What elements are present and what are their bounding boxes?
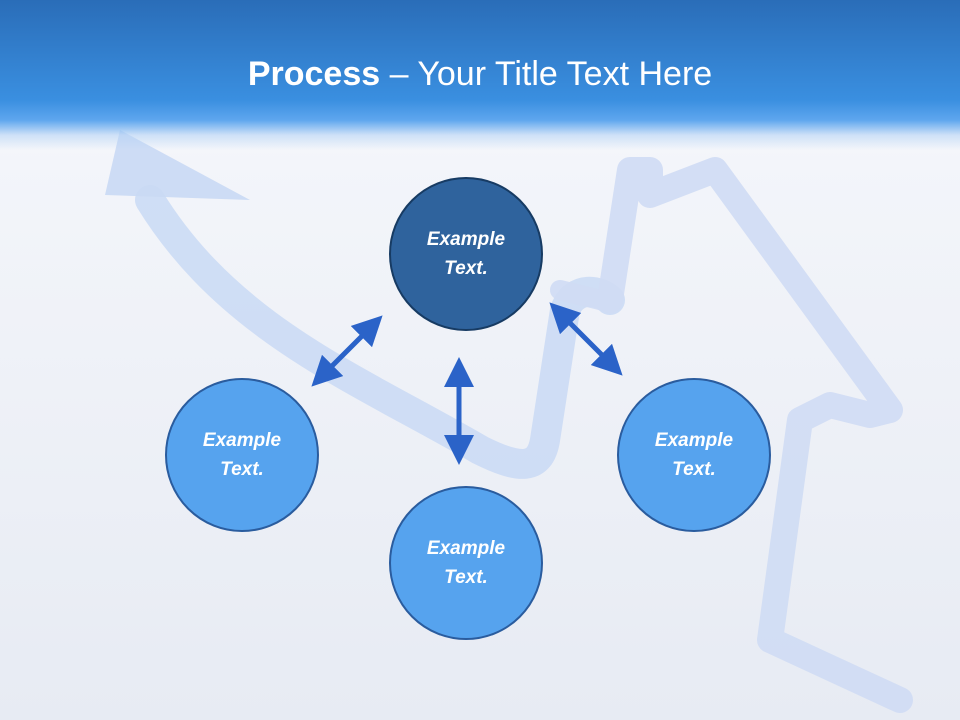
arrow-top-right <box>549 302 623 376</box>
header-band <box>0 0 960 150</box>
node-bottom: Example Text. <box>389 486 543 640</box>
title-bold: Process <box>247 55 381 93</box>
node-right: Example Text. <box>617 378 771 532</box>
node-bottom-label: Example Text. <box>426 538 506 588</box>
node-top-label: Example Text. <box>426 229 506 279</box>
node-right-label: Example Text. <box>654 430 734 480</box>
slide-title: Process – Your Title Text Here <box>0 52 960 96</box>
title-rest: – Your Title Text Here <box>380 55 713 93</box>
node-left: Example Text. <box>165 378 319 532</box>
arrow-left-top <box>311 315 383 387</box>
node-left-label: Example Text. <box>202 430 282 480</box>
node-top: Example Text. <box>389 177 543 331</box>
